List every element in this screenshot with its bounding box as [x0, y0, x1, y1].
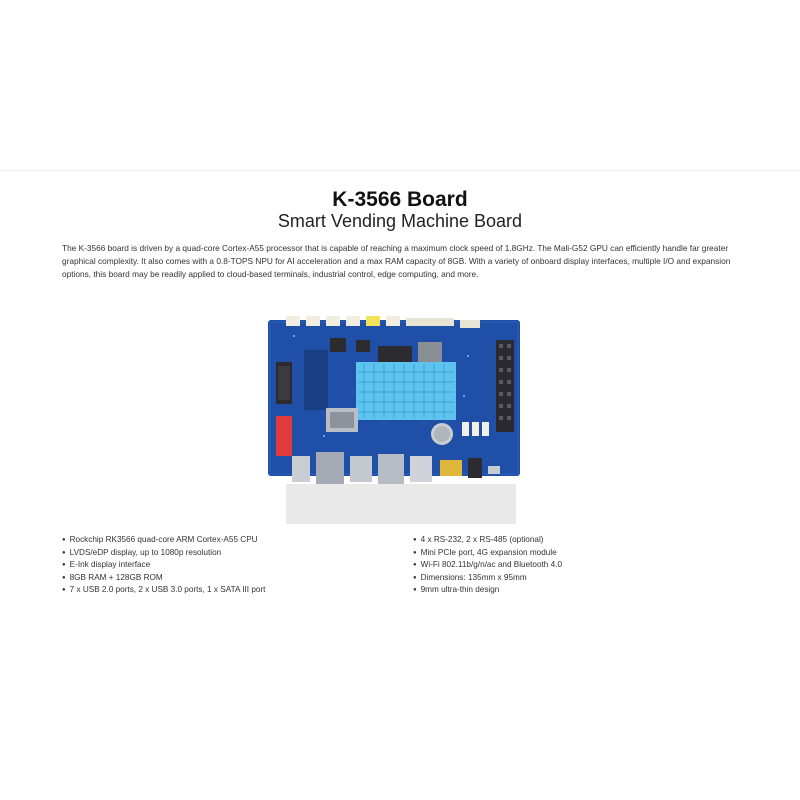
spec-item: Dimensions: 135mm x 95mm [413, 572, 562, 585]
spec-item: Wi-Fi 802.11b/g/n/ac and Bluetooth 4.0 [413, 559, 562, 572]
specs-list-right: 4 x RS-232, 2 x RS-485 (optional) Mini P… [413, 534, 562, 597]
spec-item: LVDS/eDP display, up to 1080p resolution [62, 547, 265, 560]
spec-item: 8GB RAM + 128GB ROM [62, 572, 265, 585]
spec-item: 9mm ultra-thin design [413, 584, 562, 597]
board-image [268, 316, 520, 524]
page-subtitle: Smart Vending Machine Board [277, 211, 523, 231]
spec-item: E-Ink display interface [62, 559, 265, 572]
spec-item: Rockchip RK3566 quad-core ARM Cortex-A55… [62, 534, 265, 547]
spec-item: 7 x USB 2.0 ports, 2 x USB 3.0 ports, 1 … [62, 584, 266, 597]
specs-list-left: Rockchip RK3566 quad-core ARM Cortex-A55… [62, 534, 266, 597]
product-description: The K-3566 board is driven by a quad-cor… [62, 243, 731, 279]
spec-item: 4 x RS-232, 2 x RS-485 (optional) [413, 534, 562, 547]
section-divider [0, 170, 800, 171]
page-title: K-3566 Board [332, 188, 468, 211]
spec-item: Mini PCIe port, 4G expansion module [413, 547, 562, 560]
